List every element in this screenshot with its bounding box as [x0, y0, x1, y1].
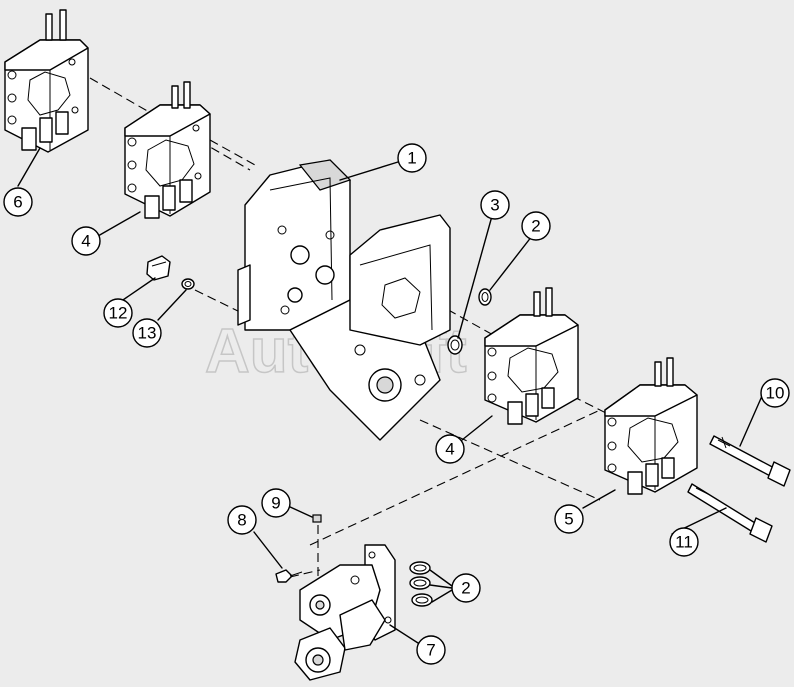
svg-text:12: 12 [109, 304, 128, 323]
svg-text:4: 4 [81, 232, 90, 251]
svg-text:3: 3 [490, 196, 499, 215]
svg-text:8: 8 [237, 511, 246, 530]
callout-9: 9 [261, 488, 291, 518]
svg-text:11: 11 [675, 533, 693, 552]
svg-text:2: 2 [531, 217, 540, 236]
callout-4a: 4 [71, 226, 101, 256]
callout-7: 7 [416, 635, 446, 665]
valve-section-6 [4, 9, 89, 153]
callout-11: 11 [669, 527, 699, 557]
svg-text:10: 10 [766, 384, 785, 403]
o-ring-2-upper [478, 288, 492, 306]
callout-1: 1 [397, 143, 427, 173]
plug-12 [146, 255, 171, 281]
svg-text:2: 2 [461, 579, 470, 598]
callout-4b: 4 [435, 434, 465, 464]
tie-bolt-10 [709, 435, 791, 487]
svg-text:13: 13 [138, 324, 157, 343]
valve-section-4-upper [124, 81, 211, 219]
callout-2a: 2 [521, 211, 551, 241]
tie-bolt-11 [687, 483, 773, 543]
valve-section-4-lower [484, 287, 579, 425]
svg-text:1: 1 [407, 149, 416, 168]
screw-8 [275, 569, 303, 583]
callout-2b: 2 [451, 573, 481, 603]
svg-text:5: 5 [564, 510, 573, 529]
svg-text:7: 7 [426, 641, 435, 660]
main-housing-1 [237, 159, 451, 441]
svg-text:6: 6 [13, 193, 22, 212]
o-ring-3 [447, 335, 463, 355]
plug-9 [312, 514, 322, 523]
callout-12: 12 [103, 298, 133, 328]
leader-lines [17, 147, 763, 644]
svg-text:4: 4 [445, 440, 454, 459]
seal-ring-13 [181, 278, 195, 290]
callout-5: 5 [554, 504, 584, 534]
callout-8: 8 [227, 505, 257, 535]
svg-text:9: 9 [271, 494, 280, 513]
valve-section-5 [604, 357, 698, 495]
callout-6: 6 [3, 187, 33, 217]
o-rings-2-lower [409, 561, 433, 607]
inlet-cover-7 [294, 544, 396, 681]
callout-13: 13 [132, 318, 162, 348]
callout-3: 3 [480, 190, 510, 220]
callout-10: 10 [760, 378, 790, 408]
